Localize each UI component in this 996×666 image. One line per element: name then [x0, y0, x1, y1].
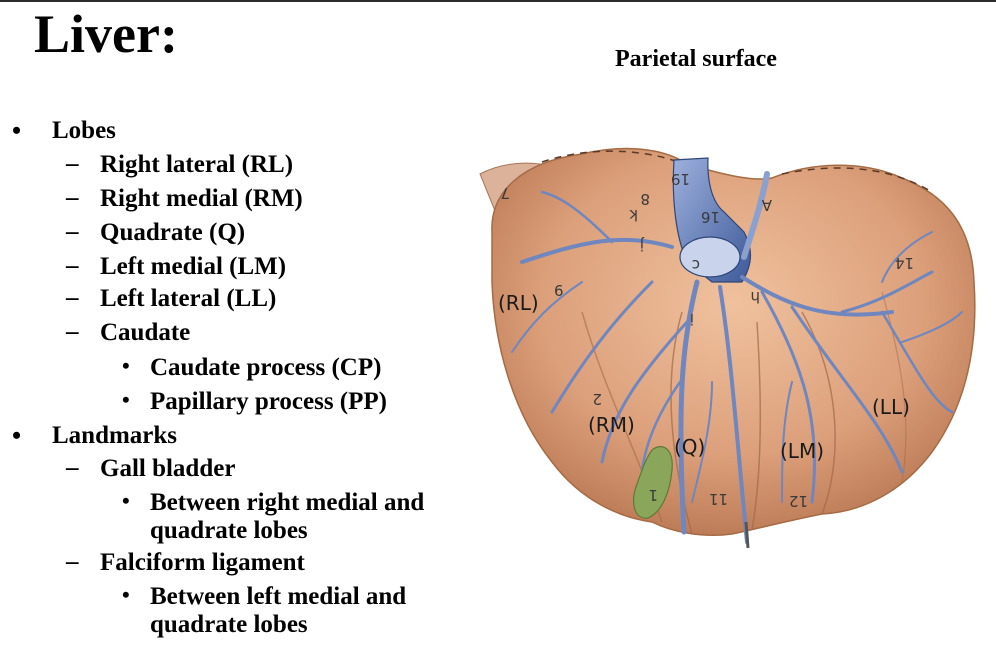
bullet-marker: • [122, 488, 130, 513]
outline-heading-lobes: Lobes [52, 117, 116, 144]
lobe-fissure [881, 291, 907, 483]
hepatic-artery [741, 171, 770, 260]
lobe-fissure [751, 321, 762, 531]
ref-label: 16 [701, 208, 720, 226]
ref-label: 12 [789, 492, 808, 510]
list-item-papillary-process: Papillary process (PP) [150, 388, 387, 415]
dashed-outline [781, 167, 933, 193]
ref-label: 19 [671, 170, 690, 188]
ref-label: 6 [554, 282, 564, 300]
falciform-detail-line2: quadrate lobes [150, 611, 308, 638]
liver-illustration: (RL) (RM) (Q) (LM) (LL) 7 6 8 19 16 A 14… [462, 82, 996, 552]
dash-marker: – [66, 454, 79, 481]
figure-caption: Parietal surface [615, 46, 777, 72]
ref-label: c [692, 256, 700, 274]
lobe-label-rm: (RM) [588, 413, 635, 437]
ref-label: 14 [895, 254, 914, 272]
dash-marker: – [66, 184, 79, 211]
list-item-left-lateral: Left lateral (LL) [100, 285, 277, 312]
gall-bladder-detail-line2: quadrate lobes [150, 517, 308, 544]
list-item-falciform-ligament: Falciform ligament [100, 549, 305, 576]
lobe-label-lm: (LM) [780, 439, 824, 463]
bullet-marker: • [122, 387, 130, 412]
portal-vein [679, 236, 741, 278]
dash-marker: – [66, 150, 79, 177]
list-item-caudate-process: Caudate process (CP) [150, 354, 382, 381]
bullet-marker: • [12, 421, 22, 450]
ref-label: 2 [592, 390, 602, 408]
outline-heading-landmarks: Landmarks [52, 422, 178, 449]
list-item-caudate: Caudate [100, 319, 191, 346]
falciform-detail-line1: Between left medial and [150, 583, 407, 610]
list-item-gall-bladder: Gall bladder [100, 455, 236, 482]
gall-bladder [633, 446, 673, 519]
ref-label: k [629, 206, 638, 224]
list-item-right-medial: Right medial (RM) [100, 185, 303, 212]
list-item-right-lateral: Right lateral (RL) [100, 151, 294, 178]
ref-label: 8 [640, 190, 650, 208]
list-item-left-medial: Left medial (LM) [100, 253, 287, 280]
dash-marker: – [66, 548, 79, 575]
bullet-marker: • [122, 353, 130, 378]
top-rule [0, 0, 996, 2]
bullet-marker: • [12, 116, 22, 145]
list-item-quadrate: Quadrate (Q) [100, 219, 246, 246]
ref-label: 1 [648, 486, 658, 504]
dash-marker: – [66, 218, 79, 245]
lobe-label-q: (Q) [674, 435, 705, 459]
ref-label: h [750, 288, 760, 306]
ref-label: 11 [709, 490, 728, 508]
ref-label: j [640, 236, 645, 254]
dash-marker: – [66, 318, 79, 345]
falciform-stub [744, 521, 750, 549]
slide-title: Liver: [34, 4, 178, 64]
lobe-label-ll: (LL) [872, 395, 910, 419]
lobe-label-rl: (RL) [498, 291, 539, 315]
dash-marker: – [66, 284, 79, 311]
ref-label: A [761, 196, 772, 214]
vessel-branches [511, 190, 963, 544]
dash-marker: – [66, 252, 79, 279]
ref-label: i [690, 310, 694, 328]
gall-bladder-detail-line1: Between right medial and [150, 489, 425, 516]
ref-label: 7 [500, 184, 510, 202]
bullet-marker: • [122, 582, 130, 607]
